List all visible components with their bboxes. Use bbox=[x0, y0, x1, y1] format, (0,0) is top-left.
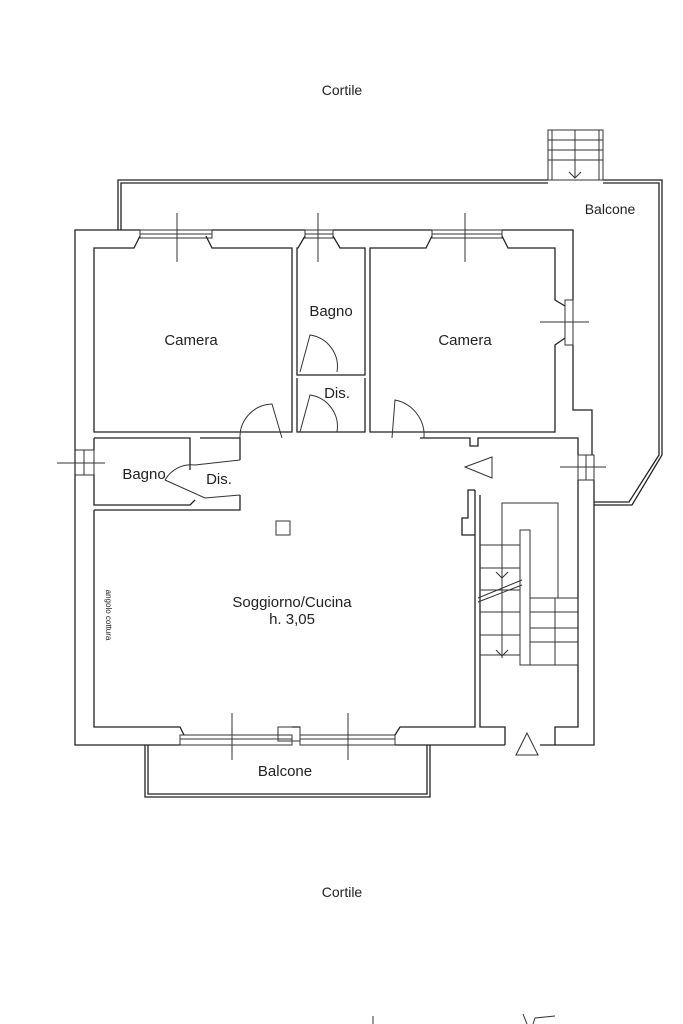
label-angolo-cottura: angolo cottura bbox=[104, 590, 113, 641]
label-bagno-top: Bagno bbox=[309, 303, 352, 320]
stair-arrow-icon bbox=[495, 571, 509, 579]
label-balcone-top: Balcone bbox=[585, 201, 636, 217]
partial-next-plan bbox=[372, 1013, 556, 1024]
stair-arrow-icon bbox=[568, 171, 582, 179]
lower-balcony-outline bbox=[144, 745, 431, 798]
label-dis-left: Dis. bbox=[206, 471, 232, 488]
label-soggiorno: Soggiorno/Cucina bbox=[232, 594, 352, 611]
label-balcone-bottom: Balcone bbox=[258, 763, 312, 780]
upper-balcony-outline bbox=[117, 179, 663, 506]
doors bbox=[164, 334, 425, 499]
label-cortile-top: Cortile bbox=[322, 82, 363, 98]
label-dis-top: Dis. bbox=[324, 385, 350, 402]
label-camera-left: Camera bbox=[164, 332, 218, 349]
entrance-arrow-icon bbox=[463, 456, 493, 479]
windows bbox=[57, 213, 606, 760]
exterior-stair bbox=[547, 129, 604, 181]
entrance-arrow-icon bbox=[515, 731, 539, 756]
exterior-walls bbox=[74, 229, 595, 746]
column-icon bbox=[275, 520, 291, 536]
label-bagno-left: Bagno bbox=[122, 466, 165, 483]
interior-stair bbox=[461, 489, 579, 666]
label-camera-right: Camera bbox=[438, 332, 492, 349]
label-height: h. 3,05 bbox=[269, 611, 315, 628]
stair-arrow-icon bbox=[495, 649, 509, 657]
label-cortile-bottom: Cortile bbox=[322, 884, 363, 900]
